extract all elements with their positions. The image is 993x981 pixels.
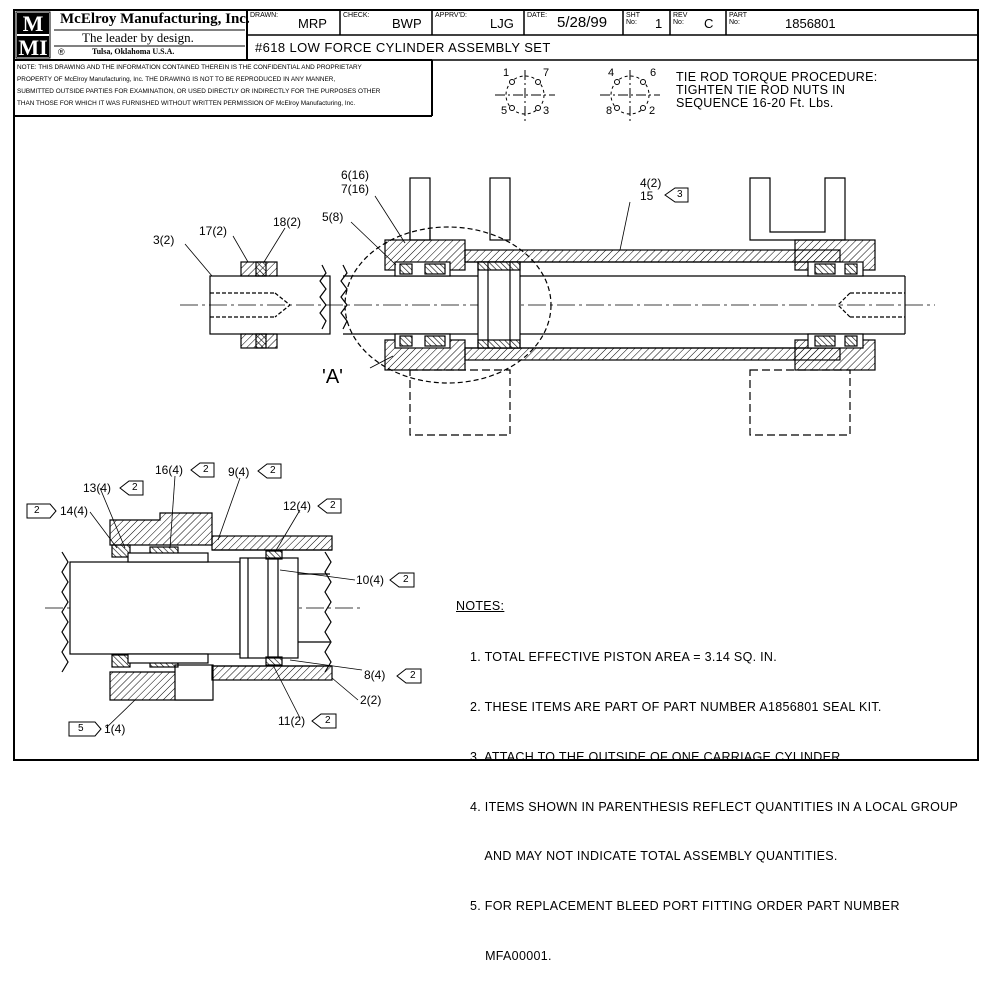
note-item: 4. ITEMS SHOWN IN PARENTHESIS REFLECT QU… xyxy=(470,799,959,814)
sht-label: SHT No: xyxy=(626,12,640,26)
callout-label: 9(4) xyxy=(228,465,250,479)
company-name: McElroy Manufacturing, Inc. xyxy=(60,11,250,27)
bolt-number: 1 xyxy=(503,67,510,79)
callout-label: 14(4) xyxy=(60,504,89,518)
callout-label: 4(2) xyxy=(640,176,662,190)
notes-heading: NOTES: xyxy=(456,599,505,613)
date-label: DATE: xyxy=(527,12,548,19)
part-value: 1856801 xyxy=(785,16,836,31)
torque-pattern-right xyxy=(600,70,660,122)
note-item: AND MAY NOT INDICATE TOTAL ASSEMBLY QUAN… xyxy=(470,849,838,864)
leaders-detail xyxy=(89,475,363,729)
detail-a-section xyxy=(45,512,360,701)
torque-procedure: TIE ROD TORQUE PROCEDURE: TIGHTEN TIE RO… xyxy=(676,71,878,110)
confidential-line: NOTE: THIS DRAWING AND THE INFORMATION C… xyxy=(17,64,362,71)
title-block-grid xyxy=(14,10,978,117)
leaders-main xyxy=(184,195,631,369)
rev-label: REV No: xyxy=(673,12,688,26)
mmi-logo: M MI xyxy=(17,11,49,60)
callout-tag-number: 2 xyxy=(203,464,209,475)
callout-label: 17(2) xyxy=(199,224,228,238)
drawn-label: DRAWN: xyxy=(250,12,279,19)
sht-value: 1 xyxy=(655,16,663,31)
drawing-sheet: M MI xyxy=(13,9,979,963)
note-item: 2. THESE ITEMS ARE PART OF PART NUMBER A… xyxy=(470,699,882,714)
main-assembly xyxy=(180,177,935,436)
callout-label: 18(2) xyxy=(273,215,302,229)
bolt-number: 4 xyxy=(608,67,615,79)
callout-tag-number: 3 xyxy=(677,189,683,200)
callout-label: 1(4) xyxy=(104,722,126,736)
registered-mark: ® xyxy=(58,47,65,57)
callout-label: 5(8) xyxy=(322,210,344,224)
note-item: 1. TOTAL EFFECTIVE PISTON AREA = 3.14 SQ… xyxy=(470,650,778,665)
svg-text:MI: MI xyxy=(18,35,47,60)
torque-pattern-left xyxy=(495,70,555,122)
callout-tag-number: 2 xyxy=(325,715,331,726)
callout-tag-number: 2 xyxy=(270,465,276,476)
confidential-line: SUBMITTED OUTSIDE PARTIES FOR EXAMINATIO… xyxy=(17,88,381,95)
callout-tags xyxy=(26,187,689,737)
drawn-value: MRP xyxy=(298,16,327,31)
callout-label: 6(16) xyxy=(341,168,370,182)
bolt-number: 5 xyxy=(501,105,508,117)
part-label: PART No: xyxy=(729,12,747,26)
notes-list: 1. TOTAL EFFECTIVE PISTON AREA = 3.14 SQ… xyxy=(470,616,958,981)
callout-label: 16(4) xyxy=(155,463,184,477)
check-value: BWP xyxy=(392,16,422,31)
confidentiality-note: NOTE: THIS DRAWING AND THE INFORMATION C… xyxy=(17,62,380,110)
torque-line: TIE ROD TORQUE PROCEDURE: xyxy=(676,70,878,84)
callout-label: 12(4) xyxy=(283,499,312,513)
rev-value: C xyxy=(704,16,714,31)
callout-label: 3(2) xyxy=(153,233,175,247)
svg-text:M: M xyxy=(23,11,44,36)
callout-label: 11(2) xyxy=(278,714,306,728)
note-item: 5. FOR REPLACEMENT BLEED PORT FITTING OR… xyxy=(470,899,900,914)
callout-label: 13(4) xyxy=(83,481,112,495)
confidential-line: PROPERTY OF McElroy Manufacturing, Inc. … xyxy=(17,76,336,83)
date-value: 5/28/99 xyxy=(557,14,608,31)
callout-tag-number: 5 xyxy=(78,723,84,734)
note-item: 3. ATTACH TO THE OUTSIDE OF ONE CARRIAGE… xyxy=(470,749,845,764)
apprvd-value: LJG xyxy=(490,16,514,31)
check-label: CHECK: xyxy=(343,12,370,19)
apprvd-label: APPRV'D: xyxy=(435,12,467,19)
detail-a-label: 'A' xyxy=(322,366,343,388)
callout-label: 7(16) xyxy=(341,182,370,196)
company-location: Tulsa, Oklahoma U.S.A. xyxy=(92,47,175,56)
drawing-canvas: M MI xyxy=(13,9,979,761)
callout-label: 2(2) xyxy=(360,693,382,707)
bolt-number: 7 xyxy=(543,67,550,79)
bolt-number: 6 xyxy=(650,67,657,79)
bolt-number: 3 xyxy=(543,105,550,117)
callout-tag-number: 2 xyxy=(132,482,138,493)
sheet-border xyxy=(13,9,979,761)
company-slogan: The leader by design. xyxy=(82,30,194,45)
drawing-title: #618 LOW FORCE CYLINDER ASSEMBLY SET xyxy=(255,40,551,55)
bolt-number: 8 xyxy=(606,105,613,117)
callout-label: 8(4) xyxy=(364,668,386,682)
torque-line: TIGHTEN TIE ROD NUTS IN xyxy=(676,83,846,97)
callout-tag-number: 2 xyxy=(330,500,336,511)
callout-label: 15 xyxy=(640,189,654,203)
torque-line: SEQUENCE 16-20 Ft. Lbs. xyxy=(676,96,834,110)
callout-tag-number: 2 xyxy=(410,670,416,681)
bolt-number: 2 xyxy=(649,105,656,117)
callout-tag-number: 2 xyxy=(403,574,409,585)
note-item: MFA00001. xyxy=(470,948,552,963)
callout-label: 10(4) xyxy=(356,573,385,587)
confidential-line: THAN THOSE FOR WHICH IT WAS FURNISHED WI… xyxy=(17,100,356,107)
callout-tag-number: 2 xyxy=(34,505,40,516)
